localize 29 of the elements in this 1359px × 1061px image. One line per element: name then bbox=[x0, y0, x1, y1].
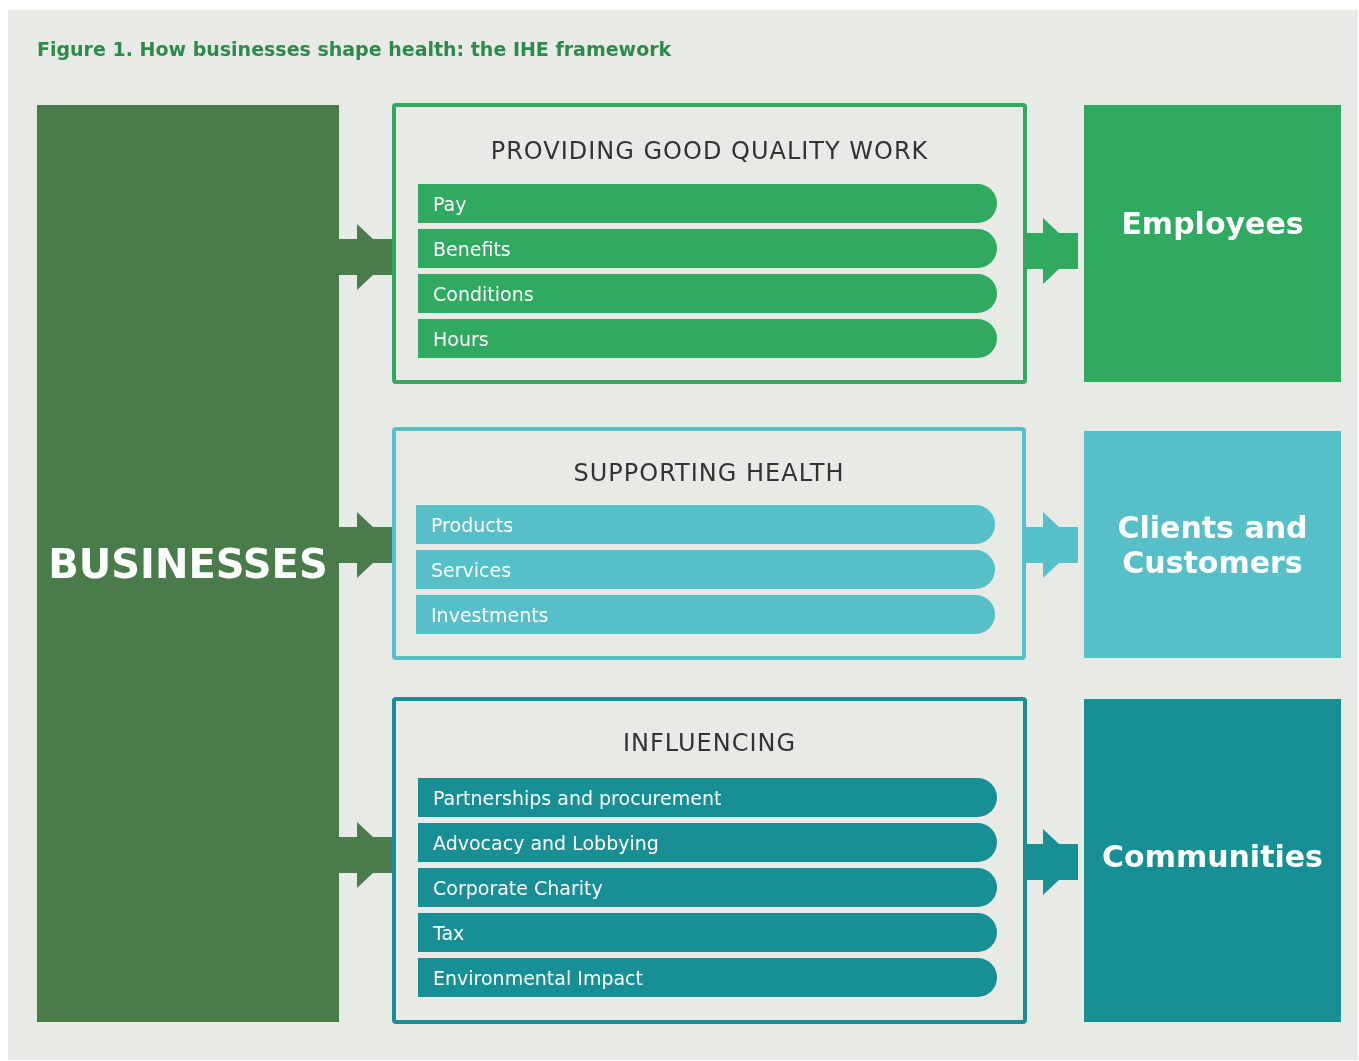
block-arrow bbox=[1027, 218, 1078, 284]
factor-bar: Advocacy and Lobbying bbox=[418, 823, 997, 862]
factor-bar: Corporate Charity bbox=[418, 868, 997, 907]
factor-bar: Benefits bbox=[418, 229, 997, 268]
factor-bar: Investments bbox=[416, 595, 995, 634]
factor-bar: Services bbox=[416, 550, 995, 589]
group-heading: PROVIDING GOOD QUALITY WORK bbox=[489, 137, 930, 165]
group-heading: SUPPORTING HEALTH bbox=[572, 459, 846, 487]
outcome-box: Employees bbox=[1084, 105, 1341, 382]
factor-bar: Conditions bbox=[418, 274, 997, 313]
source-box: BUSINESSES bbox=[37, 105, 339, 1022]
outcome-box: Communities bbox=[1084, 699, 1341, 1022]
block-arrow bbox=[339, 822, 392, 888]
group-heading: INFLUENCING bbox=[621, 729, 798, 757]
block-arrow bbox=[1027, 829, 1078, 895]
group-frame bbox=[392, 427, 1026, 660]
factor-bar: Products bbox=[416, 505, 995, 544]
factor-bar: Pay bbox=[418, 184, 997, 223]
factor-bar: Hours bbox=[418, 319, 997, 358]
group-frame bbox=[392, 697, 1027, 1024]
factor-bar: Partnerships and procurement bbox=[418, 778, 997, 817]
factor-bar: Environmental Impact bbox=[418, 958, 997, 997]
figure-title: Figure 1. How businesses shape health: the IHE framework bbox=[37, 38, 672, 60]
group-frame bbox=[392, 103, 1027, 384]
block-arrow bbox=[1026, 512, 1078, 578]
block-arrow bbox=[339, 224, 392, 290]
factor-bar: Tax bbox=[418, 913, 997, 952]
block-arrow bbox=[339, 512, 392, 578]
outcome-box: Clients and Customers bbox=[1084, 431, 1341, 658]
